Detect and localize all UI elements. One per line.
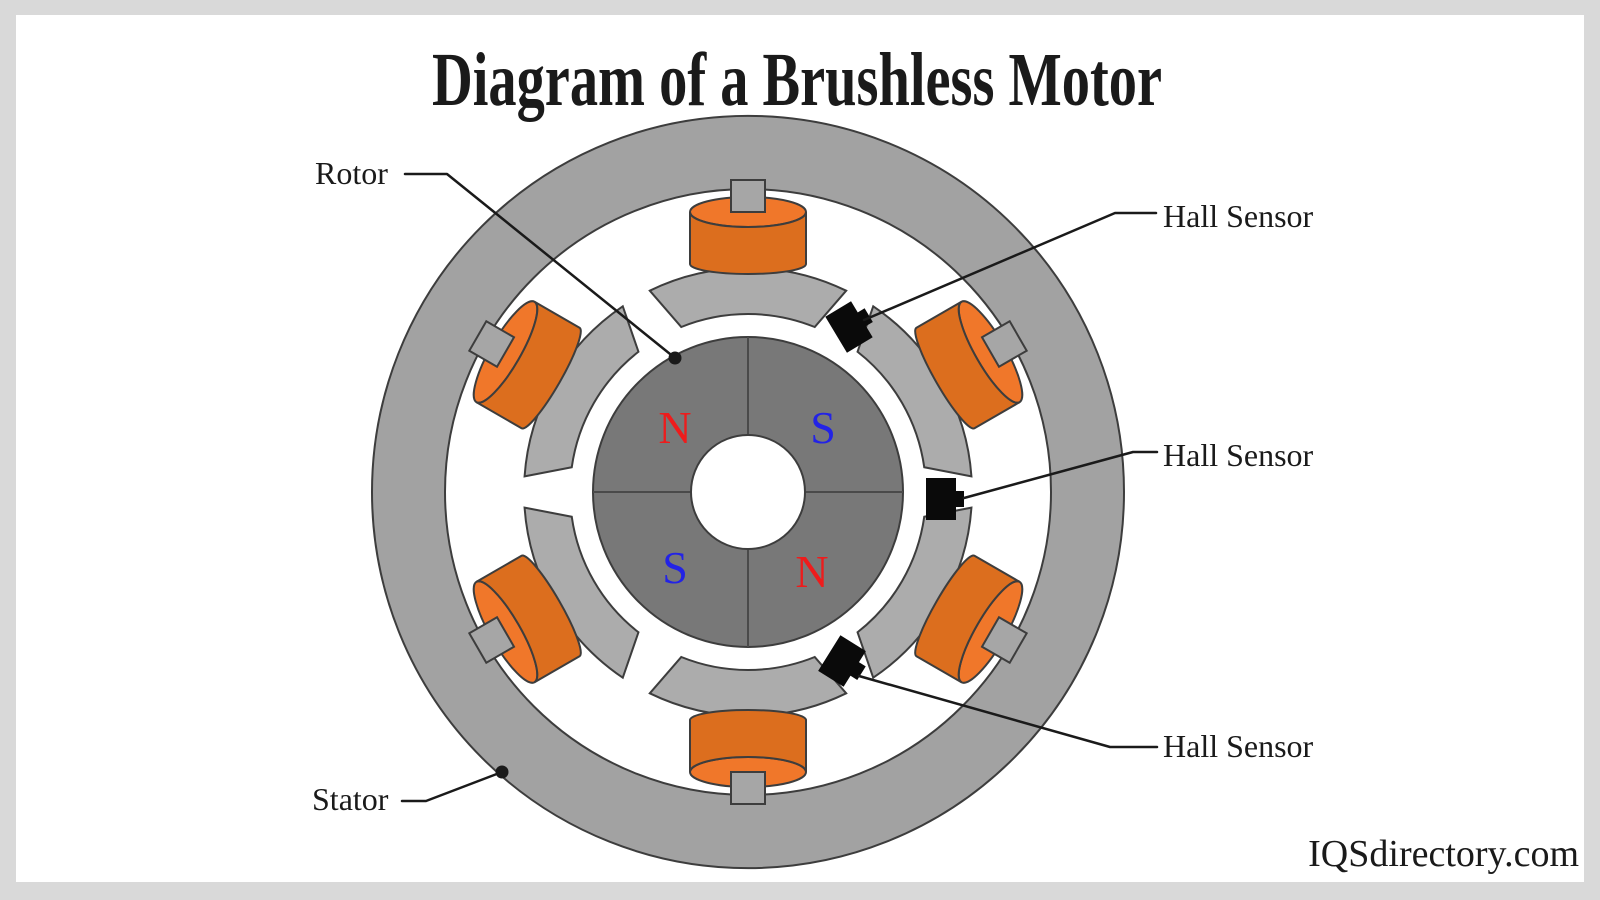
leader-line-stator [400,770,504,803]
rotor-shaft-hole [690,434,806,550]
rotor: N S S N [592,336,904,648]
stator-label: Stator [312,781,389,817]
hall-sensor-label-middle: Hall Sensor [1163,437,1314,473]
leader-line-hall-top [862,211,1158,322]
leader-line-hall-bottom [857,674,1159,749]
callout-labels: Rotor Hall Sensor Hall Sensor Hall Senso… [312,155,1314,817]
watermark: IQSdirectory.com [1308,833,1579,875]
page-title: Diagram of a Brushless Motor [432,38,1162,122]
rotor-pole-n-top-left: N [658,402,691,453]
leader-line-hall-middle [962,450,1159,500]
rotor-label: Rotor [315,155,388,191]
stator-ring [370,115,1126,869]
leader-dot-stator [495,765,509,779]
hall-sensor-label-bottom: Hall Sensor [1163,728,1314,764]
rotor-pole-s-bottom-left: S [662,542,688,593]
rotor-pole-n-bottom-right: N [795,546,828,597]
hall-sensor-label-top: Hall Sensor [1163,198,1314,234]
leader-dot-rotor [668,351,682,365]
leader-lines [400,172,1159,803]
rotor-pole-s-top-right: S [810,402,836,453]
leader-line-rotor [403,172,677,360]
